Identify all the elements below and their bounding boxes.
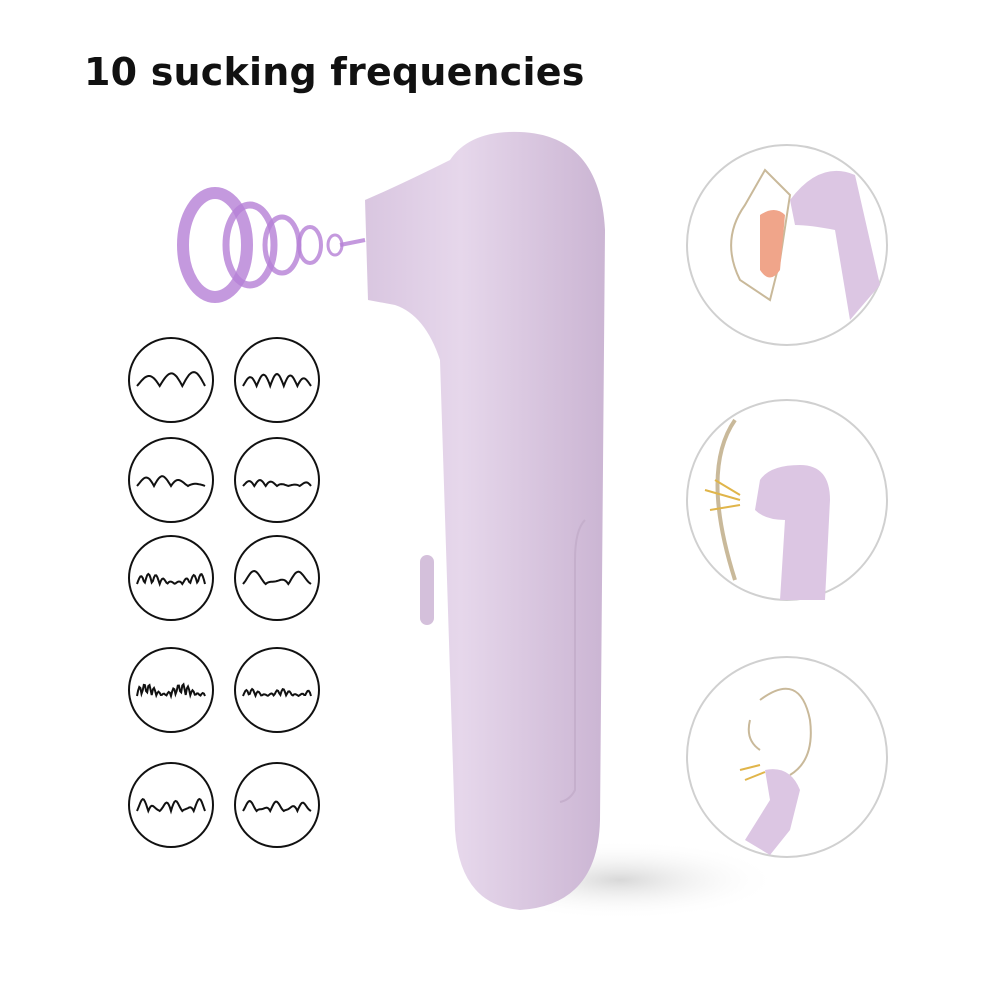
waveform-icon [242,569,312,586]
waveform-icon [136,797,206,815]
frequency-circle [128,647,214,733]
device [365,131,605,910]
frequency-circle [234,762,320,848]
frequency-circle [128,762,214,848]
frequency-circle [234,535,320,621]
waveform-icon [136,682,206,700]
frequency-circle [234,437,320,523]
frequency-patterns [128,337,320,848]
frequency-circle [128,437,214,523]
waveform-icon [242,478,312,488]
waveform-icon [136,371,206,389]
control-button [420,555,434,625]
frequency-circle [234,337,320,423]
suction-swirl-icon [177,187,366,303]
waveform-icon [242,687,312,699]
waveform-icon [242,372,312,389]
waveform-icon [136,475,206,489]
page-title: 10 sucking frequencies [84,50,585,94]
waveform-icon [242,799,312,814]
usage-illustration-2 [686,399,888,601]
frequency-circle [128,535,214,621]
usage-illustration-3 [686,656,888,858]
usage-illustration-1 [686,144,888,346]
frequency-circle [128,337,214,423]
waveform-icon [136,572,206,587]
